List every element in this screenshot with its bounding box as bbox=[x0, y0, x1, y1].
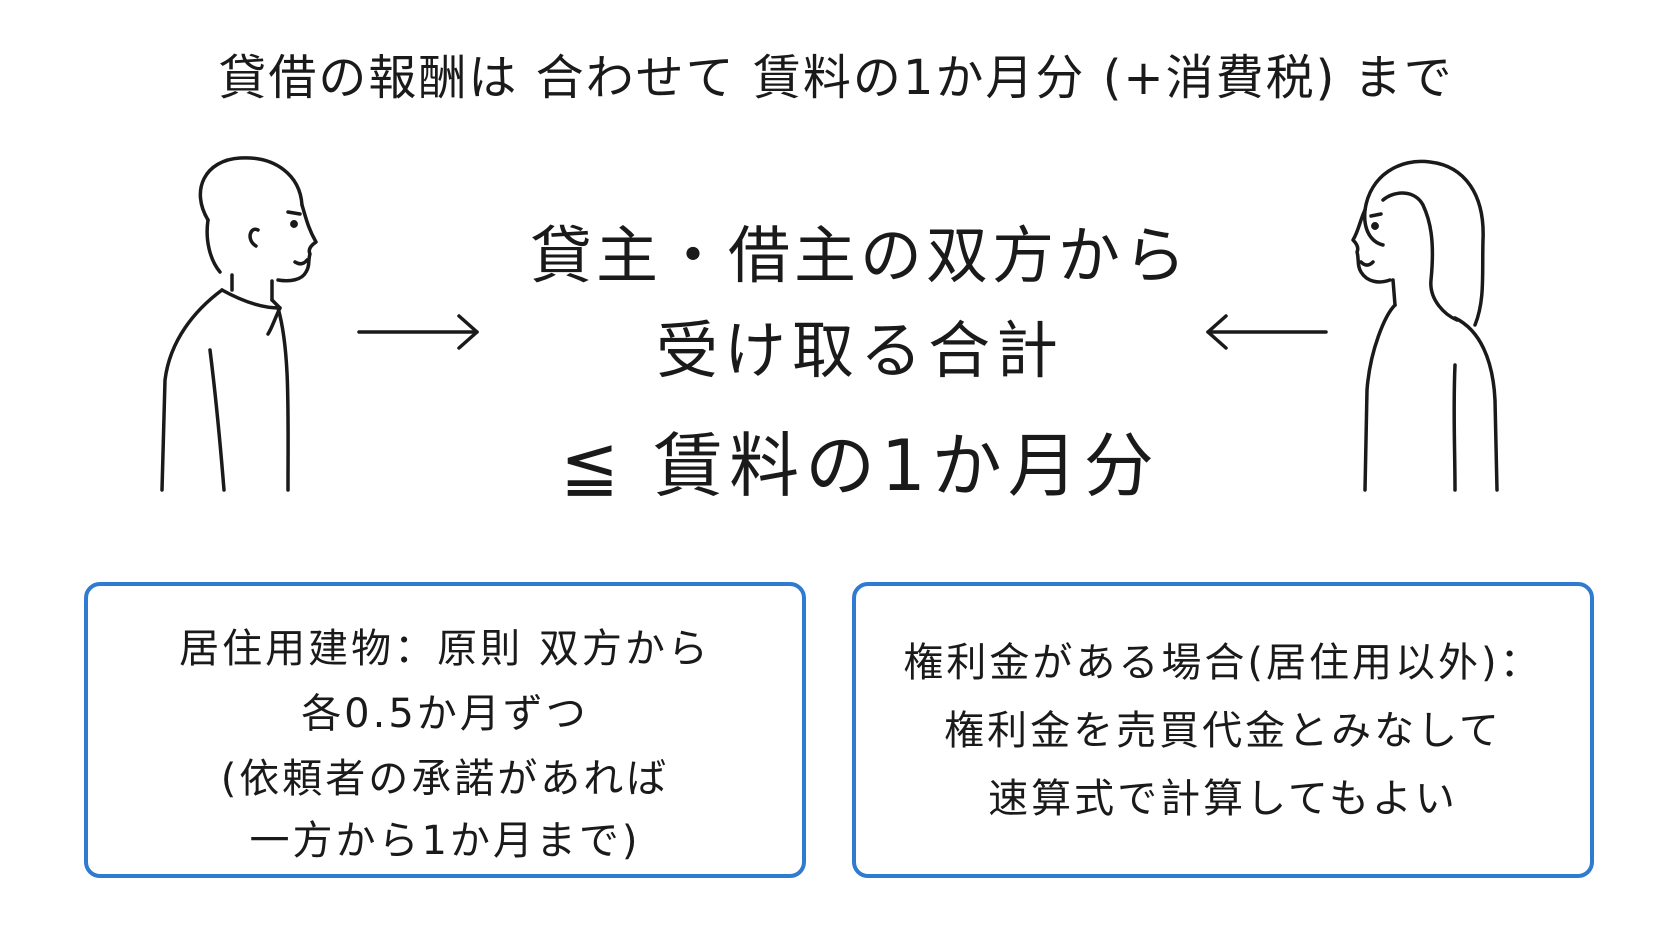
residential-note-line3: (依頼者の承諾があれば bbox=[220, 756, 670, 802]
man-profile-icon bbox=[160, 156, 318, 492]
key-money-note-line1: 権利金がある場合(居住用以外)： bbox=[903, 640, 1543, 686]
center-text-line2: 受け取る合計 bbox=[655, 314, 1064, 387]
arrow-right-icon bbox=[357, 314, 479, 350]
key-money-note-line2: 権利金を売買代金とみなして bbox=[944, 708, 1502, 754]
residential-building-note-box: 居住用建物：原則 双方から 各0.5か月ずつ (依頼者の承諾があれば 一方から1… bbox=[84, 582, 806, 878]
residential-note-line1: 居住用建物：原則 双方から bbox=[179, 626, 711, 672]
residential-note-line4: 一方から1か月まで) bbox=[249, 818, 641, 864]
arrow-left-icon bbox=[1206, 314, 1328, 350]
key-money-note-line3: 速算式で計算してもよい bbox=[988, 776, 1458, 822]
diagram-title: 貸借の報酬は 合わせて 賃料の1か月分 (+消費税) まで bbox=[218, 50, 1454, 106]
key-money-note-box: 権利金がある場合(居住用以外)： 権利金を売買代金とみなして 速算式で計算しても… bbox=[852, 582, 1594, 878]
residential-note-line2: 各0.5か月ずつ bbox=[301, 691, 589, 737]
woman-profile-icon bbox=[1351, 159, 1499, 492]
center-text-line1: 貸主・借主の双方から bbox=[529, 219, 1190, 292]
center-formula: ≦ 賃料の1か月分 bbox=[560, 425, 1160, 507]
